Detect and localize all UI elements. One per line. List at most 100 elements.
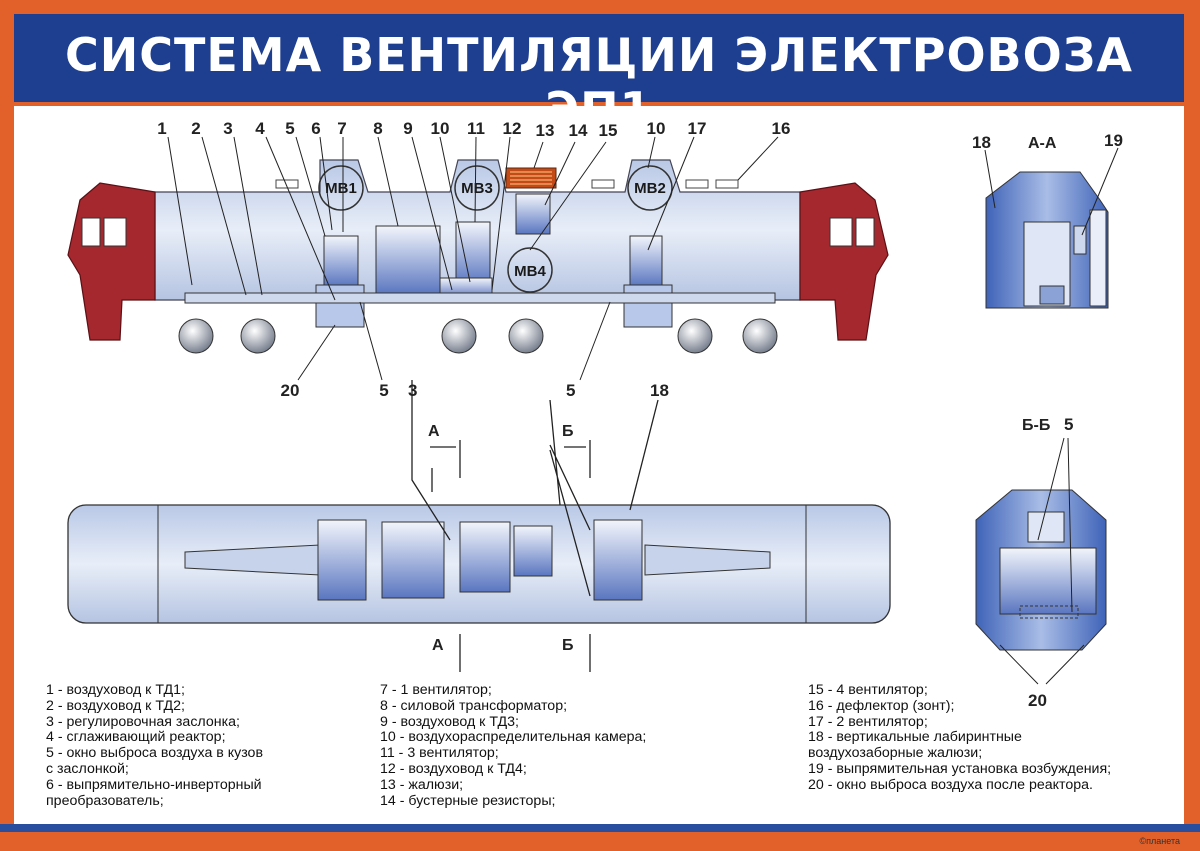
right-cab-window-1: [829, 217, 853, 247]
legend-item: 10 - воздухораспределительная камера;: [380, 729, 647, 746]
fan-mv2-label: МВ2: [634, 180, 666, 197]
callout-lines: [167, 136, 779, 381]
roof-deflector: [715, 179, 739, 189]
left-cab-window-2: [103, 217, 127, 247]
roof-deflector: [591, 179, 615, 189]
fan-unit-17: [629, 235, 663, 287]
callout-number: 15: [599, 121, 618, 140]
publisher-mark: ©планета: [1139, 836, 1180, 846]
section-aa-duct: [1039, 285, 1065, 305]
wheel: [742, 318, 778, 354]
legend-item: 12 - воздуховод к ТД4;: [380, 760, 527, 777]
left-cab-window-1: [81, 217, 101, 247]
callout-number: 12: [503, 119, 522, 138]
callout-18-plan: 18: [650, 381, 669, 400]
louvre-13: [505, 167, 557, 189]
legend-item: 5 - окно выброса воздуха в кузов: [46, 745, 263, 762]
section-bb-callout-20: [999, 644, 1085, 685]
section-bb-20: 20: [1028, 691, 1047, 710]
callout-number: 16: [772, 119, 791, 138]
wheel: [441, 318, 477, 354]
legend-item: 20 - окно выброса воздуха после реактора…: [808, 776, 1093, 793]
section-bb-title: Б-Б: [1022, 417, 1050, 434]
section-a-bottom: А: [432, 637, 444, 654]
legend-item: 14 - бустерные резисторы;: [380, 792, 556, 809]
legend-item: 7 - 1 вентилятор;: [380, 682, 492, 698]
legend-item: 19 - выпрямительная установка возбуждени…: [808, 760, 1112, 777]
fan-mv1: [318, 165, 364, 211]
fan-mv4-label: МВ4: [514, 263, 546, 280]
frame-left: [0, 0, 14, 851]
legend-item: 3 - регулировочная заслонка;: [46, 713, 240, 730]
legend-item: с заслонкой;: [46, 760, 129, 777]
wheel: [508, 318, 544, 354]
reactor-window-20b: [623, 284, 673, 328]
fan-mv2: [627, 165, 673, 211]
section-b-top: Б: [562, 423, 574, 440]
wheel: [178, 318, 214, 354]
legend-item: преобразователь;: [46, 792, 164, 809]
legend-item: 17 - 2 вентилятор;: [808, 713, 928, 730]
section-a-top: А: [428, 423, 440, 440]
legend-item: 8 - силовой трансформатор;: [380, 697, 568, 714]
callout-number: 1: [157, 119, 166, 138]
title-bar: СИСТЕМА ВЕНТИЛЯЦИИ ЭЛЕКТРОВОЗА ЭП1: [14, 14, 1184, 136]
bottom-frame: [0, 832, 1200, 851]
transformer-8: [375, 225, 441, 295]
callout-number: 13: [536, 121, 555, 140]
legend-item: 18 - вертикальные лабиринтные: [808, 729, 1022, 746]
plan-transformer: [381, 521, 445, 599]
legend-item: 1 - воздуховод к ТД1;: [46, 682, 185, 698]
right-cab: [799, 182, 889, 341]
air-duct: [184, 292, 776, 304]
legend-item: 2 - воздуховод к ТД2;: [46, 697, 185, 714]
callout-5-left: 5: [379, 381, 388, 400]
section-bb-block: [999, 547, 1097, 615]
wheel: [240, 318, 276, 354]
callout-number: 9: [403, 119, 412, 138]
section-bb-callout-5: [1037, 437, 1073, 613]
fan-mv1-label: МВ1: [325, 180, 357, 197]
callout-number: 14: [569, 121, 588, 140]
section-bb-5: 5: [1064, 415, 1073, 434]
legend-item: 6 - выпрямительно-инверторный: [46, 776, 262, 793]
roof-deflector: [685, 179, 709, 189]
roof-deflector: [275, 179, 299, 189]
page-title: СИСТЕМА ВЕНТИЛЯЦИИ ЭЛЕКТРОВОЗА ЭП1: [64, 28, 1133, 136]
converter-6: [323, 235, 359, 287]
fan-mv4: [507, 247, 553, 293]
section-aa-callout-lines: [984, 147, 1119, 236]
legend-col-3: 15 - 4 вентилятор;16 - дефлектор (зонт);…: [808, 682, 1112, 794]
booster-resistors-14: [515, 193, 551, 235]
frame-right: [1184, 0, 1200, 851]
legend-item: 4 - сглаживающий реактор;: [46, 729, 226, 746]
legend-item: 16 - дефлектор (зонт);: [808, 697, 955, 714]
left-cab: [67, 182, 156, 341]
callout-number: 3: [223, 119, 232, 138]
fan-mv3: [454, 165, 500, 211]
callout-number: 8: [373, 119, 382, 138]
callout-number: 11: [467, 119, 485, 138]
side-view: МВ1 МВ3 МВ2 МВ4: [67, 119, 889, 400]
callout-number: 2: [191, 119, 200, 138]
legend-item: воздухозаборные жалюзи;: [808, 745, 983, 762]
section-markers: [411, 380, 659, 672]
callout-5-plan: 5: [566, 381, 575, 400]
plan-view: 3 5 18 А Б А Б: [67, 380, 891, 672]
fan-mv3-label: МВ3: [461, 180, 493, 197]
plan-fan-mv4: [513, 525, 553, 577]
section-aa-view: 18 А-А 19: [972, 131, 1123, 309]
callout-number: 4: [255, 119, 265, 138]
callout-number: 17: [688, 119, 707, 138]
legend-col-2: 7 - 1 вентилятор;8 - силовой трансформат…: [380, 682, 647, 809]
legend-item: 13 - жалюзи;: [380, 776, 464, 793]
wheel: [677, 318, 713, 354]
legend-item: 9 - воздуховод к ТД3;: [380, 713, 519, 730]
plan-block-2: [593, 519, 643, 601]
callout-20: 20: [281, 381, 300, 400]
legend-item: 11 - 3 вентилятор;: [380, 745, 499, 762]
legend-col-1: 1 - воздуховод к ТД1;2 - воздуховод к ТД…: [46, 682, 263, 809]
section-bb-top: [1027, 511, 1065, 543]
legend-item: 15 - 4 вентилятор;: [808, 682, 928, 698]
